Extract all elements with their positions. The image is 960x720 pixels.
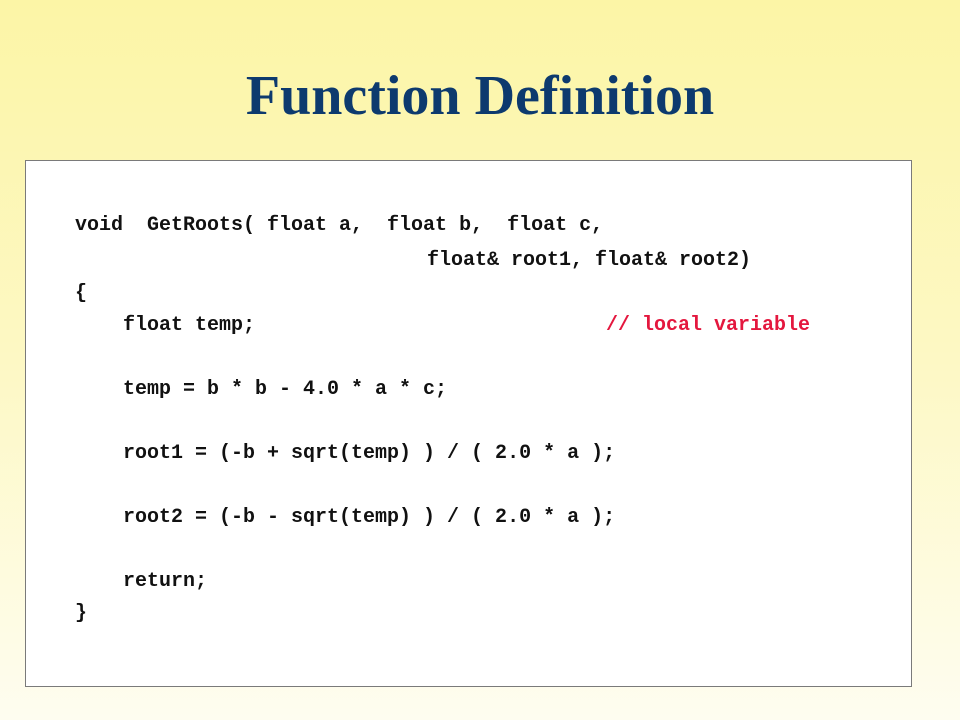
- code-line-temp-assignment: temp = b * b - 4.0 * a * c;: [123, 378, 448, 401]
- code-line-return: return;: [123, 570, 208, 593]
- code-block: void GetRoots( float a, float b, float c…: [25, 160, 912, 687]
- code-line-root2-assignment: root2 = (-b - sqrt(temp) ) / ( 2.0 * a )…: [123, 506, 616, 529]
- code-line-declaration: float temp;: [123, 314, 256, 337]
- code-comment: // local variable: [606, 314, 811, 337]
- code-line-root1-assignment: root1 = (-b + sqrt(temp) ) / ( 2.0 * a )…: [123, 442, 616, 465]
- code-line-signature: void GetRoots( float a, float b, float c…: [75, 214, 604, 237]
- slide-title: Function Definition: [245, 65, 715, 127]
- code-line-signature-continued: float& root1, float& root2): [427, 249, 752, 272]
- code-line-open-brace: {: [75, 282, 88, 305]
- code-line-close-brace: }: [75, 602, 88, 625]
